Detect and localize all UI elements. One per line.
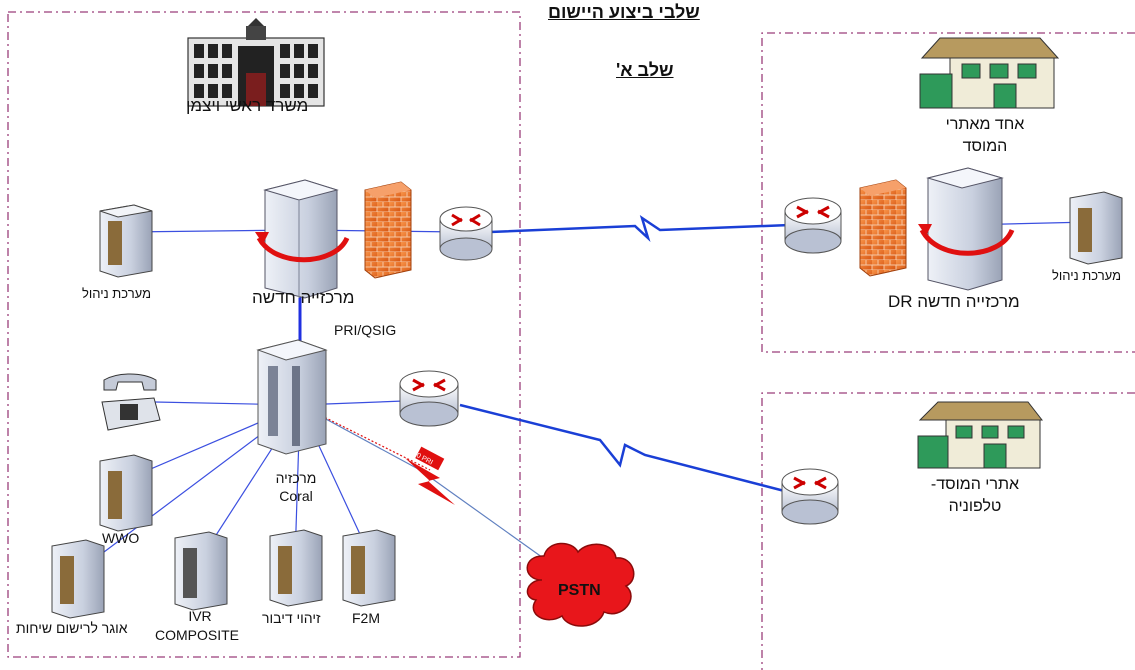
recorder-server-icon	[51, 539, 105, 619]
ivr-label-line1: IVR	[188, 608, 212, 624]
tel-site-label-line2: טלפוניה	[948, 498, 1002, 515]
hq-new-pbx-label: מרכזייה חדשה	[252, 288, 355, 307]
hq-building-icon	[187, 18, 325, 107]
hq-firewall-icon	[364, 181, 412, 279]
pri-lightning	[405, 446, 455, 505]
wwo-server-icon	[99, 454, 153, 532]
speech-recognition-label: זיהוי דיבור	[262, 610, 321, 626]
dr-mgmt-label: מערכת ניהול	[1052, 268, 1122, 283]
coral-label-line1: מרכזיה	[275, 470, 317, 486]
ivr-server-icon	[174, 531, 228, 611]
pri-qsig-label: PRI/QSIG	[334, 322, 397, 338]
dr-site-label-line1: אחד מאתרי	[945, 116, 1025, 133]
coral-pbx-server-icon	[256, 339, 328, 455]
ivr-label-line2: COMPOSITE	[155, 627, 240, 643]
hq-mgmt-label: מערכת ניהול	[82, 286, 152, 301]
dr-mgmt-server-icon	[1069, 191, 1123, 265]
dr-pbx-label: DR מרכזייה חדשה	[888, 292, 1020, 311]
coral-label-line2: Coral	[279, 488, 313, 504]
tel-site-frame	[761, 392, 1135, 670]
pstn-cloud-icon	[526, 542, 635, 627]
tel-router-icon	[781, 468, 839, 525]
speech-recognition-server-icon	[269, 529, 323, 607]
pstn-label: PSTN	[558, 582, 601, 599]
tel-house-icon	[917, 401, 1044, 469]
dr-house-icon	[919, 37, 1060, 109]
f2m-server-icon	[342, 529, 396, 607]
tel-site-label-line1: אתרי המוסד-	[930, 476, 1020, 493]
dr-pbx-server-icon	[918, 167, 1015, 291]
dr-site-frame	[761, 32, 1135, 353]
hq-router-icon	[439, 206, 493, 261]
dr-firewall-icon	[859, 179, 907, 277]
wan-link-tel	[459, 403, 801, 497]
phase-subtitle: שלב א'	[616, 60, 674, 80]
recorder-label: אוגר לרישום שיחות	[16, 620, 128, 636]
new-pbx-server-icon	[255, 179, 350, 299]
hq-frame	[7, 11, 521, 658]
page-title: שלבי ביצוע היישום	[548, 2, 700, 22]
wwo-label: WWO	[102, 530, 140, 546]
wan-link-dr	[489, 215, 791, 243]
dr-site-label-line2: המוסד	[962, 138, 1008, 155]
hq-name-label: משרד ראשי ויצמן	[186, 96, 309, 115]
coral-router-icon	[399, 370, 459, 427]
hq-mgmt-server-icon	[99, 204, 153, 278]
telephone-icon	[101, 373, 161, 431]
f2m-label: F2M	[352, 610, 380, 626]
dr-router-icon	[784, 197, 842, 254]
